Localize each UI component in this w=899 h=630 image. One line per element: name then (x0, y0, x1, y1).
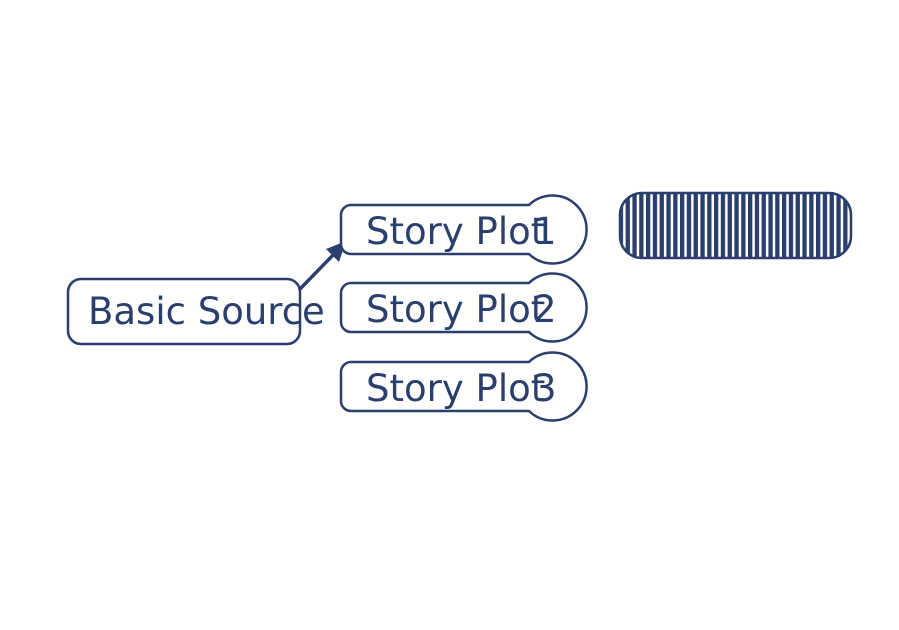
connector-arrow (298, 241, 346, 291)
story-plot-label: Story Plot (366, 288, 545, 331)
basic-source-label: Basic Source (88, 290, 325, 333)
story-plot-label: Story Plot (366, 210, 545, 253)
basic-source-node[interactable]: Basic Source (66, 277, 325, 346)
story-plot-label: Story Plot (366, 367, 545, 410)
story-plot-node-3[interactable]: Story Plot 3 (339, 351, 588, 422)
story-plot-number: 2 (533, 288, 557, 331)
story-plot-number: 1 (533, 210, 557, 253)
story-plot-node-2[interactable]: Story Plot 2 (339, 272, 588, 343)
story-plot-node-1[interactable]: Story Plot 1 (339, 194, 588, 265)
striped-bar-icon (618, 191, 853, 260)
story-plot-number: 3 (533, 367, 557, 410)
